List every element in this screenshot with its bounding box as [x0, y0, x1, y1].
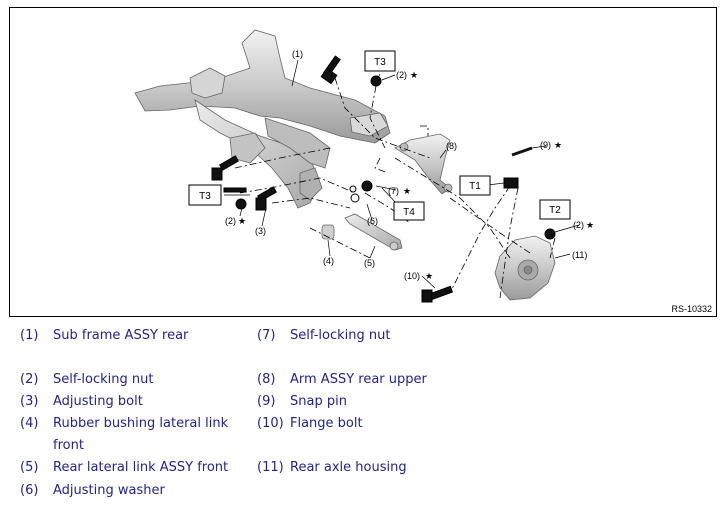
svg-text:T4: T4	[403, 207, 415, 218]
svg-text:T1: T1	[469, 181, 481, 192]
callout-2-top: (2)	[396, 70, 407, 80]
lateral-link-part	[344, 213, 403, 251]
star-icon: ★	[410, 70, 418, 80]
callout-4: (4)	[323, 256, 334, 266]
upper-arm-part	[394, 133, 453, 195]
fasteners	[211, 55, 556, 303]
callout-5: (5)	[364, 258, 375, 268]
callout-8: (8)	[446, 141, 457, 151]
torque-box-t2: T2	[539, 199, 571, 220]
callout-11: (11)	[572, 250, 587, 260]
leader-lines	[224, 59, 580, 289]
callout-1: (1)	[292, 49, 303, 59]
callout-3: (3)	[255, 226, 266, 236]
callout-2-right: (2)	[573, 220, 584, 230]
figure-code: RS-10332	[671, 304, 712, 314]
torque-box-t4: T4	[393, 201, 425, 221]
torque-box-t3-left: T3	[188, 184, 222, 206]
callout-9: (9)	[540, 140, 551, 150]
axle-housing-part	[494, 235, 556, 301]
guide-lines	[234, 77, 556, 299]
svg-text:T3: T3	[199, 191, 211, 202]
diagram-canvas: T3 T3 T4 T1 T2 (1) (2) (2) (2) (3) (4) (…	[134, 29, 594, 303]
star-icon: ★	[425, 271, 433, 281]
torque-box-t3-top: T3	[364, 50, 396, 72]
parts-legend: (1)Sub frame ASSY rear (2)Self-locking n…	[20, 328, 427, 498]
star-icon: ★	[403, 186, 411, 196]
callout-7: (7)	[388, 186, 399, 196]
svg-text:T2: T2	[549, 205, 561, 216]
callout-2-left: (2)	[225, 216, 236, 226]
torque-box-t1: T1	[459, 175, 491, 196]
star-icon: ★	[586, 220, 594, 230]
star-icon: ★	[554, 140, 562, 150]
sub-frame-part	[134, 29, 391, 209]
star-icon: ★	[238, 216, 246, 226]
svg-text:T3: T3	[374, 57, 386, 68]
exploded-diagram: T3 T3 T4 T1 T2 (1) (2) (2) (2) (3) (4) (…	[9, 7, 717, 317]
callout-6: (6)	[367, 216, 378, 226]
callout-10: (10)	[404, 271, 420, 281]
